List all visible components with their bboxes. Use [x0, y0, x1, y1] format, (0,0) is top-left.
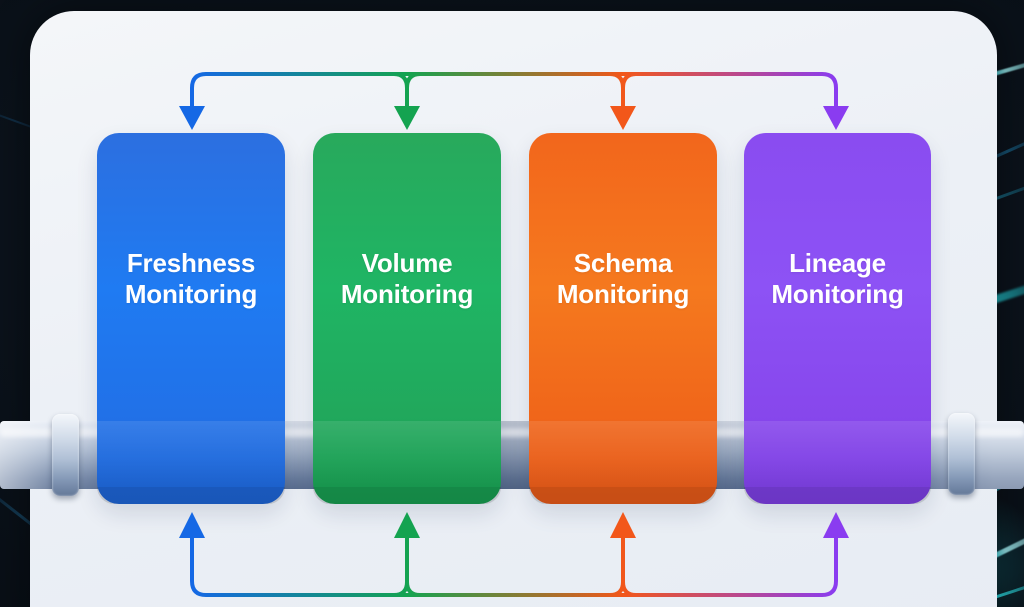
card-title: Freshness Monitoring — [124, 248, 258, 309]
pipe-coupling-right — [948, 413, 975, 495]
card-schema-monitoring: Schema Monitoring — [529, 133, 717, 504]
pipe-coupling-left — [52, 414, 79, 496]
card-title: Lineage Monitoring — [771, 248, 904, 309]
card-title: Schema Monitoring — [556, 248, 690, 309]
card-freshness-monitoring: Freshness Monitoring — [97, 133, 285, 504]
pipe-highlight — [0, 428, 1024, 437]
card-lineage-monitoring: Lineage Monitoring — [744, 133, 931, 504]
card-title: Volume Monitoring — [340, 248, 474, 309]
card-volume-monitoring: Volume Monitoring — [313, 133, 501, 504]
